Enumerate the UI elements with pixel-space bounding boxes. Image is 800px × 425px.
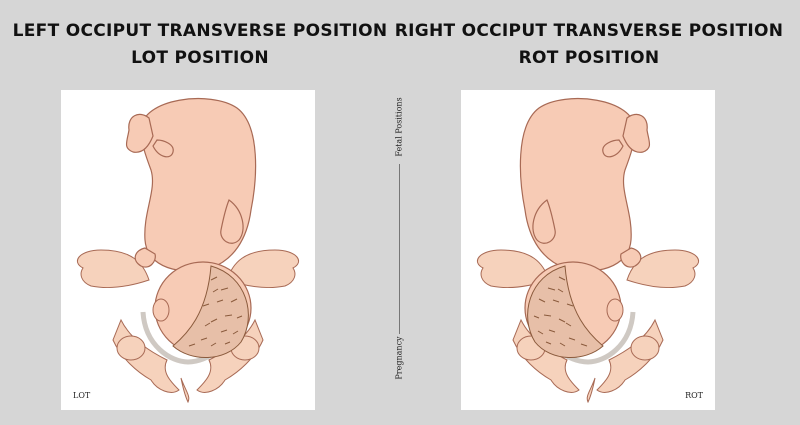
lot-fetus-illustration [77, 97, 299, 404]
left-heading: LEFT OCCIPUT TRANSVERSE POSITION LOT POS… [0, 18, 400, 72]
fetus-head [524, 261, 624, 358]
ear-graphic [606, 298, 624, 322]
right-subtitle: ROT POSITION [518, 48, 660, 68]
lot-illustration-panel: LOT [61, 90, 315, 410]
pelvis-graphic [77, 249, 299, 404]
fetus-body [519, 97, 651, 272]
rot-label: ROT [685, 391, 703, 400]
rot-illustration-panel: ROT [461, 90, 715, 410]
lot-label: LOT [73, 391, 91, 400]
pelvis-graphic [477, 249, 699, 404]
center-divider [399, 164, 400, 334]
right-heading: RIGHT OCCIPUT TRANSVERSE POSITION ROT PO… [389, 18, 789, 72]
left-title: LEFT OCCIPUT TRANSVERSE POSITION [12, 21, 388, 41]
fetus-body [125, 97, 257, 272]
ear-graphic [152, 298, 170, 322]
vertical-caption-bottom: Pregnancy [394, 336, 404, 380]
fetus-head [152, 261, 252, 358]
rot-fetus-illustration [477, 97, 699, 404]
vertical-caption-top: Fetal Positions [394, 97, 404, 157]
right-title: RIGHT OCCIPUT TRANSVERSE POSITION [394, 21, 784, 41]
left-subtitle: LOT POSITION [131, 48, 269, 68]
